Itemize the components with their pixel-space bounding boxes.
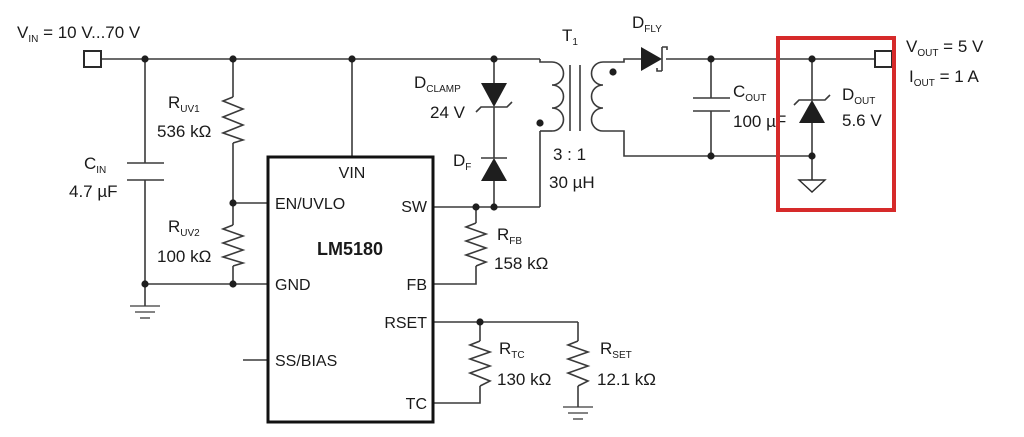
vin-label: VIN = 10 V...70 V xyxy=(17,23,141,45)
pin-fb: FB xyxy=(407,277,427,294)
lm5180-ic xyxy=(266,155,435,424)
ruv2-value: 100 kΩ xyxy=(157,247,211,266)
ground-symbol-output xyxy=(797,179,827,193)
rset-label: RSET xyxy=(600,339,632,361)
pin-sw: SW xyxy=(401,199,428,216)
vin-terminal xyxy=(83,50,102,68)
dout-label: DOUT xyxy=(842,85,875,107)
cin-capacitor xyxy=(127,162,164,181)
pin-tc: TC xyxy=(406,396,427,413)
dclamp-zener-diode xyxy=(475,83,513,113)
dfly-label: DFLY xyxy=(632,13,662,35)
df-label: DF xyxy=(453,151,471,173)
t1-label: T1 xyxy=(562,26,578,48)
ruv2-resistor xyxy=(220,224,246,267)
pin-en-uvlo: EN/UVLO xyxy=(275,196,345,213)
rfb-label: RFB xyxy=(497,225,522,247)
rset-value: 12.1 kΩ xyxy=(597,370,656,389)
rtc-resistor xyxy=(467,340,493,387)
t1-ratio: 3 : 1 xyxy=(553,145,586,164)
secondary-polarity-dot xyxy=(609,68,617,76)
pin-ss-bias: SS/BIAS xyxy=(275,353,337,370)
ruv2-label: RUV2 xyxy=(168,217,200,239)
cout-capacitor xyxy=(693,97,730,112)
t1-transformer xyxy=(536,61,617,132)
pin-gnd: GND xyxy=(275,277,311,294)
vout-label: VOUT = 5 V xyxy=(906,37,984,59)
cin-label: CIN xyxy=(84,154,106,176)
cin-value: 4.7 µF xyxy=(69,182,118,201)
rset-resistor xyxy=(565,340,591,387)
vout-terminal xyxy=(874,50,893,68)
ic-name: LM5180 xyxy=(317,239,383,259)
df-diode xyxy=(481,157,507,181)
dclamp-value: 24 V xyxy=(430,103,466,122)
cout-value: 100 µF xyxy=(733,112,786,131)
primary-polarity-dot xyxy=(536,119,544,127)
pin-vin: VIN xyxy=(339,165,366,182)
output-zener-highlight-box xyxy=(776,36,896,212)
dout-zener-diode xyxy=(793,94,831,123)
ground-symbol-rset xyxy=(563,406,593,420)
pin-rset: RSET xyxy=(384,315,427,332)
ruv1-value: 536 kΩ xyxy=(157,122,211,141)
ruv1-label: RUV1 xyxy=(168,93,200,115)
rfb-resistor xyxy=(463,222,489,267)
ruv1-resistor xyxy=(220,96,246,144)
wires xyxy=(101,58,875,407)
dfly-schottky-diode xyxy=(641,46,668,72)
junction-dots xyxy=(141,55,816,326)
rfb-value: 158 kΩ xyxy=(494,254,548,273)
dout-value: 5.6 V xyxy=(842,111,882,130)
rtc-value: 130 kΩ xyxy=(497,370,551,389)
t1-inductance: 30 µH xyxy=(549,173,595,192)
dclamp-label: DCLAMP xyxy=(414,73,461,95)
ground-symbol-input xyxy=(130,305,160,319)
rtc-label: RTC xyxy=(499,339,525,361)
iout-label: IOUT = 1 A xyxy=(909,67,979,89)
cout-label: COUT xyxy=(733,82,766,104)
